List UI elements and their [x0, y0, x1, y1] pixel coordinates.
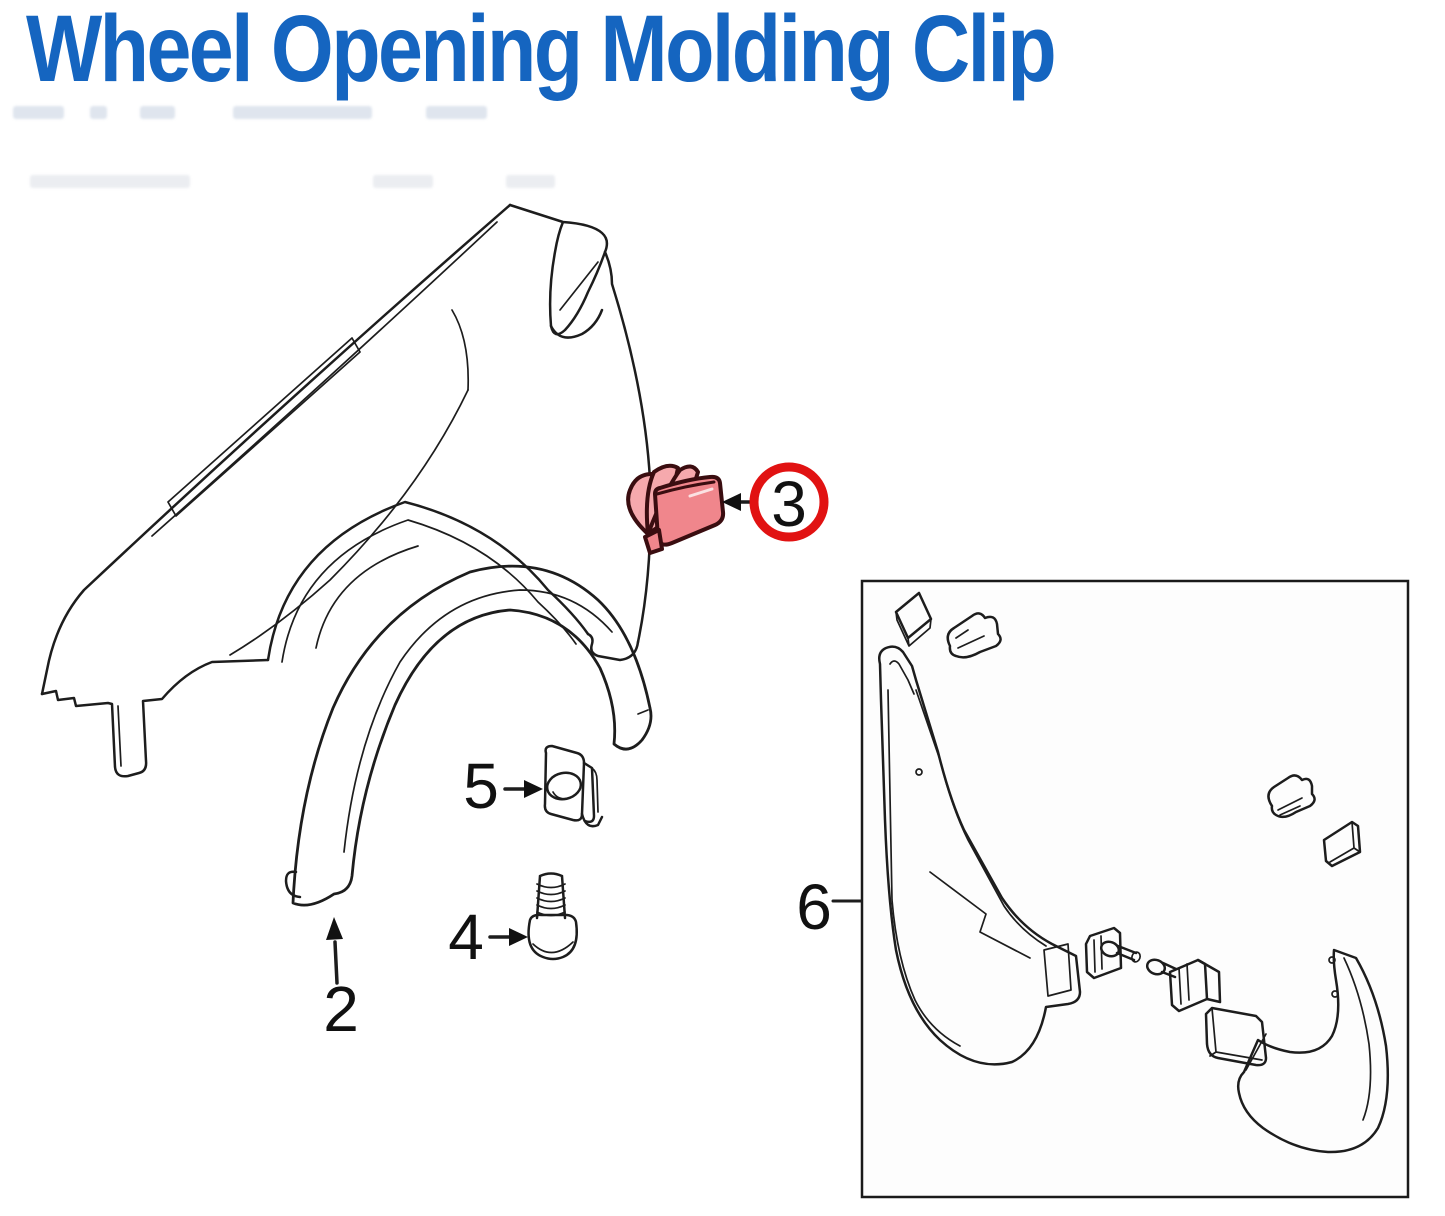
splash-guard-kit-box — [860, 579, 1410, 1199]
callout-4-label: 4 — [448, 901, 484, 973]
callout-3-arrowhead — [722, 493, 741, 511]
bolt-clip-assembly — [1145, 958, 1222, 1013]
callout-5: 5 — [463, 750, 543, 822]
callout-2: 2 — [323, 917, 359, 1045]
callout-5-label: 5 — [463, 750, 499, 822]
page-title: Wheel Opening Molding Clip — [26, 0, 1057, 102]
wheel-opening-molding-part — [284, 564, 653, 907]
retainer-clip-part — [946, 612, 1002, 659]
callout-2-arrow — [333, 940, 339, 985]
screw-part — [527, 872, 578, 961]
adhesive-pad-part — [1322, 820, 1362, 868]
rear-splash-guard-part — [1204, 948, 1390, 1154]
callout-6: 6 — [796, 871, 863, 943]
callout-4-arrowhead — [509, 928, 528, 946]
callout-4: 4 — [448, 901, 528, 973]
kit-box-border — [860, 579, 1410, 1199]
fender-drawing — [40, 203, 652, 778]
callout-3: 3 — [722, 462, 829, 542]
callout-2-label: 2 — [323, 973, 359, 1045]
callout-6-label: 6 — [796, 871, 832, 943]
adhesive-pad-part — [894, 591, 933, 647]
clip-nut-part — [543, 744, 604, 828]
front-splash-guard-part — [878, 645, 1082, 1066]
molding-clip-highlighted-part — [626, 463, 726, 555]
retainer-clip-part — [1267, 774, 1316, 819]
bolt-clip-assembly — [1084, 926, 1141, 980]
callout-5-arrowhead — [524, 780, 543, 798]
callout-3-circle — [749, 462, 829, 542]
callout-3-label: 3 — [771, 468, 807, 540]
callout-2-arrowhead — [326, 917, 343, 940]
